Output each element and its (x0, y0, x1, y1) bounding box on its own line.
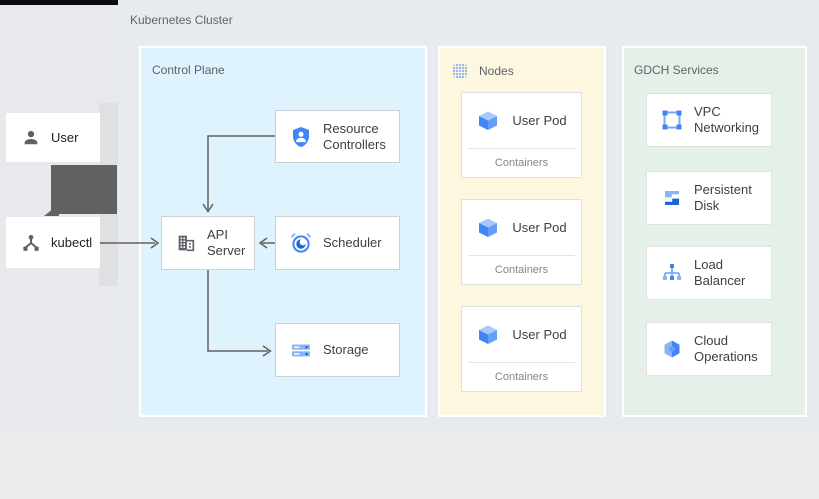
user-pod-label: User Pod (512, 327, 567, 342)
pod-divider (468, 255, 575, 256)
load-balancer-label: Load Balancer (694, 257, 746, 288)
containers-label: Containers (494, 156, 549, 169)
cube-icon (476, 109, 500, 133)
user-pod-card: User Pod Containers (461, 199, 582, 285)
control-plane-panel: Control Plane Resource Controllers (139, 46, 427, 417)
persistent-disk-icon (660, 186, 684, 210)
shield-person-icon (289, 125, 313, 149)
cloud-operations-icon (660, 337, 684, 361)
person-icon (21, 128, 41, 148)
resource-controllers-label: Resource Controllers (323, 120, 386, 152)
vpc-icon (660, 108, 684, 132)
load-balancer-card: Load Balancer (646, 246, 772, 300)
user-pod-label: User Pod (512, 220, 567, 235)
user-box: User (6, 113, 100, 162)
vpc-networking-label: VPC Networking (694, 104, 760, 135)
control-plane-label: Control Plane (152, 63, 225, 77)
building-icon (175, 232, 197, 254)
persistent-disk-label: Persistent Disk (694, 182, 752, 213)
containers-label: Containers (494, 370, 549, 383)
storage-label: Storage (323, 342, 369, 357)
hub-icon (21, 233, 41, 253)
scheduler-box: Scheduler (275, 216, 400, 270)
user-pod-card: User Pod Containers (461, 92, 582, 178)
alarm-clock-icon (289, 231, 313, 255)
dot-grid-icon (451, 62, 469, 80)
user-pod-card: User Pod Containers (461, 306, 582, 392)
resource-controllers-box: Resource Controllers (275, 110, 400, 163)
api-server-box: API Server (161, 216, 255, 270)
user-label: User (51, 130, 79, 145)
kubectl-label: kubectl (51, 235, 93, 250)
pod-divider (468, 148, 575, 149)
persistent-disk-card: Persistent Disk (646, 171, 772, 225)
storage-racks-icon (289, 338, 313, 362)
containers-label: Containers (494, 263, 549, 276)
cloud-operations-label: Cloud Operations (694, 333, 758, 364)
nodes-panel: Nodes User Pod Containers (438, 46, 606, 417)
user-pod-label: User Pod (512, 113, 567, 128)
scheduler-label: Scheduler (323, 235, 382, 250)
gdch-services-panel: GDCH Services VPC Networking P (622, 46, 807, 417)
cube-icon (476, 323, 500, 347)
api-server-label: API Server (207, 227, 246, 258)
top-left-black-strip (0, 0, 118, 5)
user-to-kubectl-arrow (51, 165, 117, 214)
storage-box: Storage (275, 323, 400, 377)
kubernetes-cluster-label: Kubernetes Cluster (130, 13, 233, 27)
nodes-label: Nodes (479, 64, 514, 78)
cloud-operations-card: Cloud Operations (646, 322, 772, 376)
kubectl-box: kubectl (6, 217, 100, 268)
load-balancer-icon (660, 261, 684, 285)
vpc-networking-card: VPC Networking (646, 93, 772, 147)
pod-divider (468, 362, 575, 363)
gdch-services-label: GDCH Services (634, 63, 719, 77)
cube-icon (476, 216, 500, 240)
